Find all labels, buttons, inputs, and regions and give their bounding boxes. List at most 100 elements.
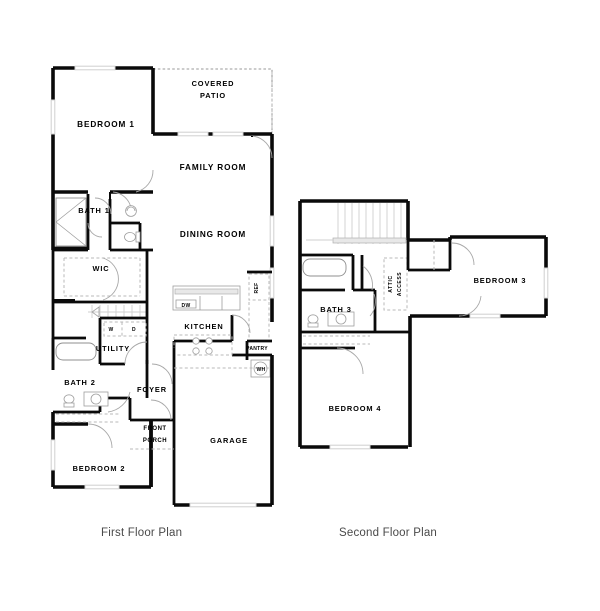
toilet-fixture xyxy=(307,314,319,324)
door-swing xyxy=(458,295,482,317)
second-floor-plan: BATH 3 BEDROOM 3 BEDROOM 4 ATTIC ACCESS xyxy=(298,199,549,450)
window xyxy=(543,267,549,299)
room-label-wic: WIC xyxy=(92,264,109,273)
bathtub-fixture xyxy=(55,342,97,361)
room-label-kitchen: KITCHEN xyxy=(184,322,223,331)
room-label-garage: GARAGE xyxy=(210,436,248,445)
door-swing xyxy=(94,197,112,215)
bedroom4-closet xyxy=(299,332,370,350)
window xyxy=(329,444,371,450)
room-label-dining-room: DINING ROOM xyxy=(180,230,246,239)
shower-hatch xyxy=(55,197,87,247)
door-swing xyxy=(112,191,132,209)
bathtub-fixture xyxy=(302,258,347,277)
hall-walls xyxy=(406,237,452,272)
appliance-label-washer: W xyxy=(108,327,113,333)
covered-patio-outline xyxy=(153,68,273,134)
stairs-second-floor xyxy=(306,203,407,244)
window xyxy=(74,65,116,71)
window xyxy=(269,267,275,299)
toilet-tank xyxy=(307,322,319,328)
shower-fixture xyxy=(55,197,87,247)
door-swing xyxy=(102,257,119,301)
room-label-family-room: FAMILY ROOM xyxy=(180,163,247,172)
front-porch-outline xyxy=(130,420,174,487)
appliance-label-refrigerator: REF xyxy=(254,283,260,294)
window xyxy=(269,215,275,247)
door-swing xyxy=(150,399,172,421)
cooktop-burner xyxy=(192,337,200,345)
bath3-walls xyxy=(299,253,377,334)
cooktop-burner xyxy=(205,347,213,355)
utility-walls xyxy=(98,316,149,366)
window xyxy=(84,484,120,490)
room-label-front-porch-line2: PORCH xyxy=(143,438,167,444)
room-label-bath2: BATH 2 xyxy=(64,378,96,387)
washer-dryer-outline xyxy=(103,321,147,337)
room-label-bath3: BATH 3 xyxy=(320,305,352,314)
wic-shelving xyxy=(63,257,141,297)
window xyxy=(469,313,501,319)
room-label-bedroom2: BEDROOM 2 xyxy=(73,464,126,473)
door-swing xyxy=(87,222,103,238)
wic-walls xyxy=(51,248,153,304)
appliance-label-dishwasher: DW xyxy=(182,303,191,309)
room-label-bedroom4: BEDROOM 4 xyxy=(329,404,382,413)
garage-walls xyxy=(174,355,274,507)
cooktop-burner xyxy=(192,347,200,355)
stairs-first-floor xyxy=(88,305,148,318)
sink-fixture xyxy=(335,313,347,325)
annotation-attic-access-line1: ATTIC xyxy=(388,275,394,292)
closet-shelf xyxy=(56,413,120,423)
room-label-covered-patio-line1: COVERED xyxy=(192,79,235,88)
room-label-covered-patio-line2: PATIO xyxy=(200,91,226,100)
toilet-tank xyxy=(135,231,141,243)
room-label-bedroom3: BEDROOM 3 xyxy=(474,276,527,285)
bath1-walls xyxy=(51,192,142,252)
caption-first-floor: First Floor Plan xyxy=(101,527,183,539)
kitchen-walls xyxy=(145,302,272,360)
door-swing xyxy=(124,341,148,365)
door-swing xyxy=(135,169,154,193)
room-label-bedroom1: BEDROOM 1 xyxy=(77,120,135,129)
refrigerator-outline xyxy=(248,273,270,301)
stair-direction-arrow xyxy=(91,306,100,318)
door-swing xyxy=(107,391,131,413)
room-label-bath1: BATH 1 xyxy=(78,206,110,215)
window xyxy=(177,131,209,137)
door-swing xyxy=(251,135,273,159)
room-label-front-porch-line1: FRONT xyxy=(143,426,166,432)
cooktop-burner xyxy=(205,337,213,345)
stair-landing-hatch xyxy=(332,237,407,244)
toilet-tank xyxy=(63,402,75,408)
room-label-foyer: FOYER xyxy=(137,385,167,394)
door-swing xyxy=(362,265,373,291)
room-label-pantry: PANTRY xyxy=(246,346,268,352)
toilet-fixture xyxy=(124,232,136,242)
sink-detail xyxy=(126,206,136,212)
door-swing xyxy=(336,347,364,375)
garage-door xyxy=(189,502,257,508)
window xyxy=(212,131,244,137)
toilet-fixture xyxy=(63,394,75,404)
first-floor-plan: BEDROOM 1 COVERED PATIO FAMILY ROOM DINI… xyxy=(50,65,275,508)
door-swing xyxy=(451,242,475,266)
sink-fixture xyxy=(90,393,102,405)
door-swing xyxy=(369,293,376,317)
door-swing xyxy=(87,423,113,449)
caption-second-floor: Second Floor Plan xyxy=(339,527,438,539)
counter-outline xyxy=(173,334,233,356)
window xyxy=(50,99,56,135)
window xyxy=(50,439,56,471)
annotation-attic-access-line2: ACCESS xyxy=(397,272,403,297)
appliance-label-dryer: D xyxy=(132,327,136,333)
island-counter-hatch xyxy=(174,288,239,295)
dishwasher-outline xyxy=(175,299,197,309)
pantry-outline xyxy=(248,302,270,338)
door-swing xyxy=(231,314,251,334)
attic-access-box xyxy=(383,257,408,311)
appliance-label-water-heater: WH xyxy=(257,367,266,373)
room-label-utility: UTILITY xyxy=(96,344,130,353)
